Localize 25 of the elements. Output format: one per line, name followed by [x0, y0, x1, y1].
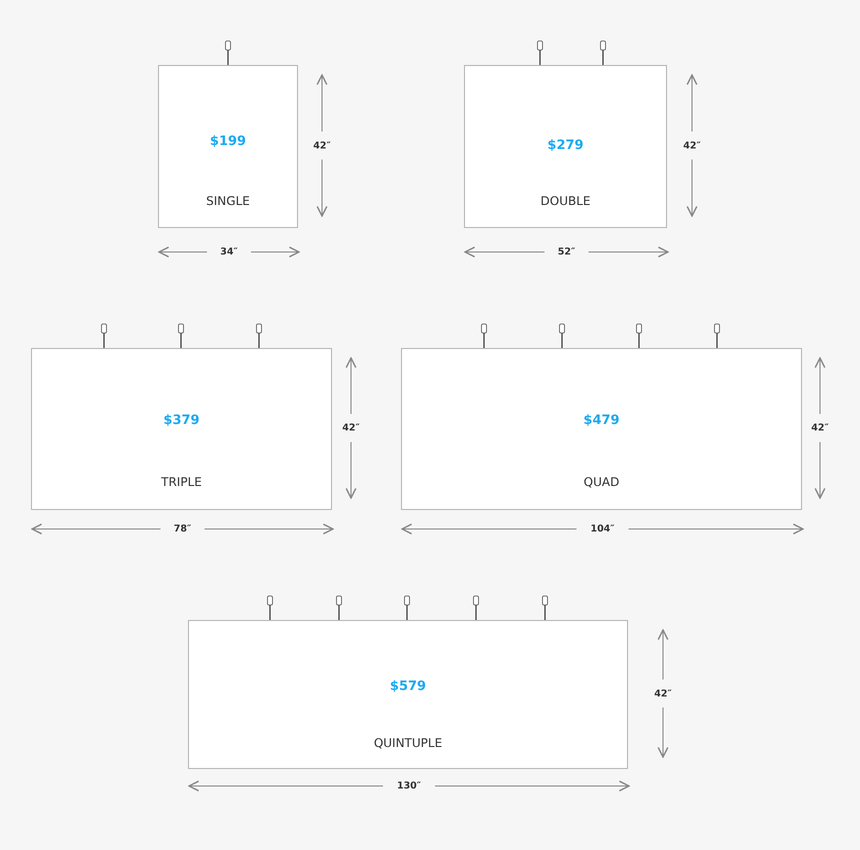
product-box: [188, 620, 628, 769]
product-box: [401, 348, 802, 510]
size-name: DOUBLE: [540, 194, 590, 208]
dimension-label: 42″: [342, 422, 360, 434]
price-text: $479: [583, 413, 620, 428]
dimension-label: 42″: [811, 422, 829, 434]
price-text: $279: [547, 138, 584, 153]
dimension-label: 78″: [174, 524, 192, 534]
dimension-label: 34″: [220, 246, 238, 258]
product-box: [158, 65, 298, 228]
dimension-label: 52″: [558, 246, 576, 258]
dimension-label: 42″: [313, 140, 331, 151]
dimension-label: 42″: [683, 140, 701, 151]
price-text: $579: [390, 679, 426, 694]
product-box: [31, 348, 332, 510]
price-text: $199: [210, 134, 246, 149]
size-name: QUINTUPLE: [374, 736, 442, 750]
product-box: [464, 65, 667, 228]
dimension-label: 104″: [590, 524, 615, 534]
size-name: SINGLE: [206, 194, 250, 208]
size-name: TRIPLE: [161, 475, 202, 489]
dimension-label: 42″: [654, 688, 672, 699]
dimension-label: 130″: [396, 780, 422, 792]
size-name: QUAD: [584, 475, 620, 489]
price-text: $379: [163, 413, 200, 428]
